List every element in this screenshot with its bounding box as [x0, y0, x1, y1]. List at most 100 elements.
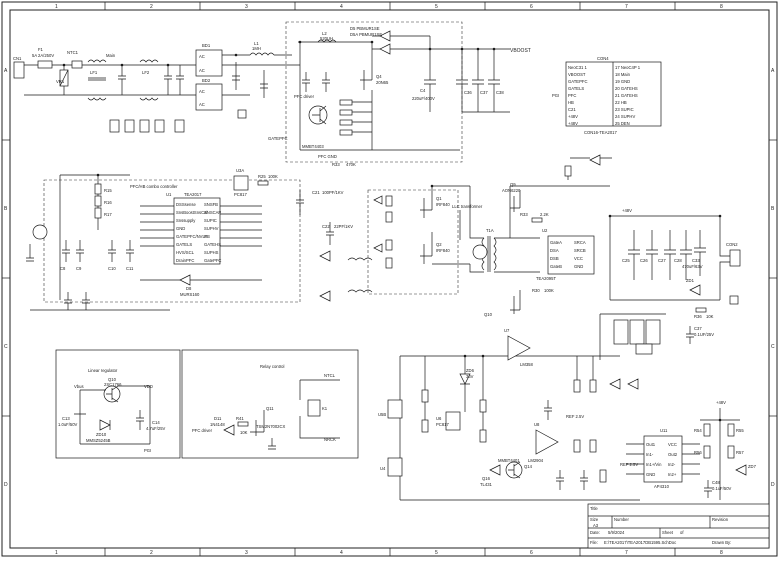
col-label: 7	[625, 550, 628, 556]
ic-pin: Snssupply	[176, 218, 196, 223]
relay-q: Q11	[266, 406, 274, 411]
feedback-resistors	[421, 356, 607, 483]
cn4-right-pin: 17 NeoC4P 1	[615, 65, 641, 70]
row-label: A	[4, 68, 8, 74]
pfc-resistor-ladder	[339, 90, 373, 150]
sr-pin: SRCA	[574, 240, 586, 245]
sr-pin: DSA	[550, 248, 559, 253]
u11-pin: In2-	[668, 462, 676, 467]
opto-value: PC817	[234, 192, 247, 197]
sense-c: C48	[712, 480, 720, 485]
q10-ref: Q10	[484, 312, 493, 317]
ic-pin: SUPIC	[204, 218, 217, 223]
gatepfc-net: GATEPFC	[268, 136, 287, 141]
u7-ref: U7	[504, 328, 510, 333]
linear-vin: Vbus	[74, 384, 84, 389]
row-label: D	[4, 482, 8, 488]
opto-u5: U5B	[378, 399, 403, 419]
feedback-section: U5B U4 U6 PC817 ZD6 36V Q16 TL431 U7 LM3…	[378, 328, 653, 501]
row-label: B	[4, 206, 8, 212]
title-label: Title	[590, 506, 598, 511]
cn4-left-pin: HB	[568, 100, 574, 105]
d8-value: MURS160	[180, 292, 200, 297]
ic-pin: HVS/SCL	[176, 250, 195, 255]
linear-title: Linear regulator	[88, 368, 118, 373]
r36-ref: R36	[694, 314, 702, 319]
cr-ref: C21	[312, 190, 320, 195]
cn4-title: CON4	[597, 56, 609, 61]
bridge-pin: AC	[199, 89, 205, 94]
linear-gnd: PGI	[144, 448, 151, 453]
c22-ref: C22	[322, 224, 330, 229]
r-label: R16	[104, 200, 112, 205]
relay-d-value: 1N4148	[210, 422, 225, 427]
ic-pin: GatePFC	[204, 258, 221, 263]
ac-connector	[13, 61, 25, 79]
l2-value: 520UH	[320, 36, 333, 41]
relay-ctrl: PFC driver	[192, 428, 213, 433]
sr-ic-ref: U2	[542, 228, 548, 233]
cn4-right-pin: 24 SUPHV	[615, 114, 635, 119]
row-label: D	[771, 482, 775, 488]
resonant-caps: C21 100PF/1KV C22 22PF/1KV	[296, 190, 373, 302]
number-label: Number	[614, 517, 629, 522]
col-label: 6	[530, 4, 533, 10]
q14-ref: Q14	[524, 464, 533, 469]
pfc-boundary	[285, 21, 463, 163]
bridge-pin: AC	[199, 102, 205, 107]
u6-value: PC817	[436, 422, 449, 427]
q9-ref: Q9	[510, 182, 516, 187]
ic-pin: GATEPFC/NVLT	[176, 234, 207, 239]
zone-border-bottom: 1 2 3 4 5 6 7 8	[55, 548, 723, 556]
sr-pin: GateB	[550, 264, 562, 269]
opto-coupler-u3: U3A PC817 R25 100K	[233, 168, 278, 197]
output-protection: ZD1 R36 10K C37 0.1UF/25V	[686, 278, 739, 344]
controller-caps: C8 C9 C10 C11	[60, 240, 134, 271]
shunt-ref-tl431: Q16 TL431	[480, 464, 501, 487]
bridge-pin: AC	[199, 54, 205, 59]
secondary-zener	[564, 154, 612, 180]
sr-ic-value: TEA2095T	[536, 276, 556, 281]
out-cap: C27	[658, 258, 666, 263]
pfc-mosfet: Q4 20N65	[360, 60, 389, 90]
linear-c: C13	[62, 416, 70, 421]
out-cap: C28	[674, 258, 682, 263]
bulk-cap-ref: C4	[420, 88, 426, 93]
opamp-u8: U8 LM2904	[528, 422, 559, 463]
r30-ref: R30	[532, 288, 540, 293]
u11-pin: In1+/Vin	[646, 462, 662, 467]
u11-pin: Out1	[646, 442, 656, 447]
llc-transformer: LLC transformer T1A	[452, 186, 497, 273]
ntc-label: NTC1	[67, 50, 79, 55]
l1-ref: L1	[254, 41, 259, 46]
sheet-label: Sheet	[662, 530, 674, 535]
secondary-small-caps	[599, 313, 666, 360]
opto-ref: U3A	[236, 168, 244, 173]
cn4-left-pin: NeoC31 1	[568, 65, 588, 70]
d5a-label: D5A PBMUR1SE	[350, 32, 382, 37]
controller-diode: D8 MURS160	[140, 274, 262, 297]
cn4-connector: CON4 PGI NeoC31 1 VBOOST GATEPFC GATELS …	[552, 56, 662, 135]
zd6-value: 36V	[466, 374, 474, 379]
cn4-right-pin: 19 GND	[615, 79, 630, 84]
sense-c-value: 0.1uF/50V	[712, 486, 732, 491]
ic-pin: GND	[176, 226, 185, 231]
ic-pin: HB	[204, 234, 210, 239]
sr-pin: DSB	[550, 256, 559, 261]
cap-label: C11	[126, 266, 134, 271]
tl-value: TL431	[480, 482, 493, 487]
row-label: A	[771, 68, 775, 74]
r-label: R17	[104, 212, 112, 217]
linear-zd-value: MMSZ5245B	[86, 438, 111, 443]
col-label: 3	[245, 550, 248, 556]
output-connector: CON2	[719, 216, 741, 300]
output-capacitors: C25 C26 C27 C28	[622, 230, 692, 280]
hs-fet-ref: Q1	[436, 196, 442, 201]
drawn-label: Drawn By:	[712, 540, 731, 545]
linear-zd: ZD10	[96, 432, 107, 437]
lf2-label: LF2	[142, 70, 150, 75]
linear-c2-value: 4.7uF/25V	[146, 426, 166, 431]
hs-fet-value: IRF840	[436, 202, 450, 207]
zd6-ref: ZD6	[466, 368, 475, 373]
